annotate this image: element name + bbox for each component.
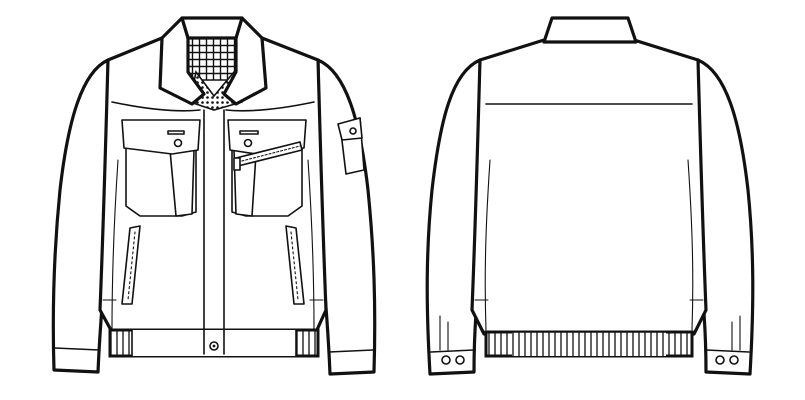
front-yoke-seam bbox=[111, 101, 315, 112]
zipper-teeth bbox=[237, 145, 301, 163]
front-left-side-seam bbox=[111, 159, 119, 331]
jacket-back-view bbox=[425, 16, 755, 376]
back-left-cuff-seam bbox=[430, 349, 475, 353]
right-flap-button bbox=[243, 138, 253, 148]
left-pocket-flap bbox=[121, 119, 201, 155]
front-left-cuff-seam bbox=[54, 347, 100, 351]
front-right-cuff-seam bbox=[328, 349, 374, 353]
back-body bbox=[470, 38, 708, 336]
right-collar-point bbox=[222, 16, 268, 106]
back-waistband-center bbox=[512, 332, 666, 356]
right-pen-slot bbox=[239, 130, 259, 135]
back-left-cuff-button-1 bbox=[441, 355, 451, 365]
front-waistband-seams bbox=[131, 329, 297, 357]
back-collar bbox=[542, 16, 638, 44]
left-hand-pocket-welt bbox=[121, 225, 141, 305]
front-left-sleeve bbox=[51, 58, 110, 374]
back-left-cuff-pleats bbox=[439, 315, 449, 351]
left-collar-point bbox=[158, 16, 206, 106]
back-right-side-seam bbox=[687, 159, 694, 331]
back-right-sleeve bbox=[694, 58, 755, 376]
back-right-cuff-seam bbox=[705, 349, 750, 353]
jacket-front-view bbox=[51, 16, 377, 376]
back-right-cuff-button-1 bbox=[715, 355, 725, 365]
center-placket bbox=[203, 109, 225, 355]
back-left-cuff-button-2 bbox=[455, 355, 465, 365]
left-flap-button bbox=[173, 138, 183, 148]
front-right-side-seam bbox=[307, 159, 315, 331]
right-welt-stitch bbox=[290, 231, 299, 301]
left-welt-stitch bbox=[127, 231, 136, 301]
right-hand-pocket-welt bbox=[285, 225, 305, 305]
back-right-cuff-button-2 bbox=[729, 355, 739, 365]
back-right-cuff-pleats bbox=[731, 315, 741, 351]
left-pen-slot bbox=[167, 130, 185, 135]
zipper-pull bbox=[233, 157, 241, 171]
front-right-sleeve bbox=[316, 58, 377, 376]
placket-button-hole bbox=[212, 344, 216, 348]
back-left-side-seam bbox=[484, 159, 491, 331]
collar-stand bbox=[180, 16, 244, 40]
sleeve-pocket-button bbox=[349, 127, 357, 135]
